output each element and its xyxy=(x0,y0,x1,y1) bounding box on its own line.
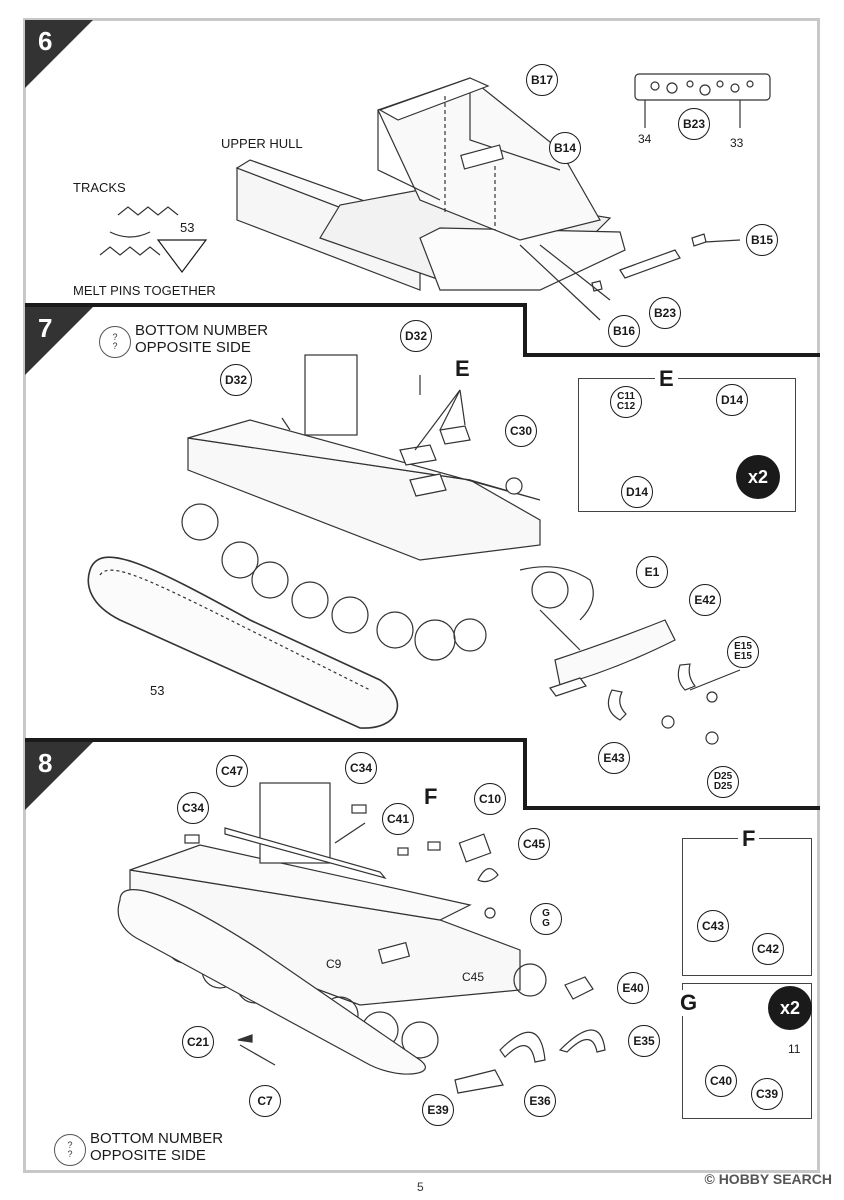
callout-b23: B23 xyxy=(649,297,681,329)
watermark: © HOBBY SEARCH xyxy=(704,1171,832,1187)
note-icon-bottom: ? xyxy=(67,1149,73,1159)
callout-c43: C43 xyxy=(697,910,729,942)
callout-d32-left: D32 xyxy=(220,364,252,396)
tracks-label: TRACKS xyxy=(73,180,126,195)
note-icon-top: ? xyxy=(112,332,118,342)
callout-d14-top: D14 xyxy=(716,384,748,416)
callout-c21: C21 xyxy=(182,1026,214,1058)
note-line-1: BOTTOM NUMBER xyxy=(90,1130,224,1147)
inset-g-number: 11 xyxy=(788,1042,801,1056)
callout-b15: B15 xyxy=(746,224,778,256)
note-line-2: OPPOSITE SIDE xyxy=(135,339,251,356)
plate-number-34: 34 xyxy=(638,132,652,146)
callout-b17: B17 xyxy=(526,64,558,96)
callout-c40: C40 xyxy=(705,1065,737,1097)
inset-e-multiplier: x2 xyxy=(736,455,780,499)
callout-e39: E39 xyxy=(422,1094,454,1126)
step8-sublabel-f: F xyxy=(424,784,438,809)
inset-f xyxy=(682,838,812,976)
inset-g-multiplier: x2 xyxy=(768,986,812,1030)
step7-note: BOTTOM NUMBER OPPOSITE SIDE xyxy=(135,322,268,356)
callout-e35: E35 xyxy=(628,1025,660,1057)
page-frame xyxy=(23,18,820,1173)
page-number: 5 xyxy=(417,1180,424,1194)
step7-number: 7 xyxy=(38,313,53,343)
callout-g-a: G xyxy=(542,908,550,919)
callout-d14-bottom: D14 xyxy=(621,476,653,508)
melt-pins-icon: ♨ xyxy=(175,244,188,260)
road-wheels-step7 xyxy=(181,503,569,661)
step7-track-number: 53 xyxy=(150,683,165,698)
chassis-step8-drawing xyxy=(117,782,606,1094)
upper-hull-drawing xyxy=(235,73,771,321)
callout-c7: C7 xyxy=(249,1085,281,1117)
callout-g-b: G xyxy=(542,918,550,929)
callout-c11: C11 xyxy=(617,391,635,402)
step8-number: 8 xyxy=(38,748,53,778)
inset-e-label: E xyxy=(655,366,678,392)
callout-c45: C45 xyxy=(518,828,550,860)
callout-b14: B14 xyxy=(549,132,581,164)
label-c9: C9 xyxy=(326,957,342,971)
note-icon-top: ? xyxy=(67,1140,73,1150)
callout-e40: E40 xyxy=(617,972,649,1004)
callout-c12: C12 xyxy=(616,401,636,412)
callout-g-g: G G xyxy=(530,903,562,935)
watermark-text: HOBBY SEARCH xyxy=(718,1171,832,1187)
copyright-icon: © xyxy=(704,1171,715,1187)
step8-note-icon: ? ? xyxy=(54,1134,86,1166)
note-line-2: OPPOSITE SIDE xyxy=(90,1147,206,1164)
callout-c41: C41 xyxy=(382,803,414,835)
callout-d32-top: D32 xyxy=(400,320,432,352)
e1-part xyxy=(539,609,741,745)
callout-d25-a: D25 xyxy=(713,771,733,782)
callout-e42: E42 xyxy=(689,584,721,616)
step8-tab xyxy=(25,742,93,810)
callout-c47: C47 xyxy=(216,755,248,787)
callout-c39: C39 xyxy=(751,1078,783,1110)
step6-number: 6 xyxy=(38,26,53,56)
step7-tab xyxy=(25,307,93,375)
callout-c11-c12: C11 C12 xyxy=(610,386,642,418)
callout-e15-a: E15 xyxy=(734,641,752,652)
callout-c30: C30 xyxy=(505,415,537,447)
callout-b16: B16 xyxy=(608,315,640,347)
callout-d25-d25: D25 D25 xyxy=(707,766,739,798)
label-c45: C45 xyxy=(462,970,485,984)
note-line-1: BOTTOM NUMBER xyxy=(135,322,269,339)
callout-b23-plate: B23 xyxy=(678,108,710,140)
upper-hull-label: UPPER HULL xyxy=(221,136,303,151)
plate-number-33: 33 xyxy=(730,136,744,150)
callout-c10: C10 xyxy=(474,783,506,815)
callout-e1: E1 xyxy=(636,556,668,588)
step6-tab xyxy=(25,20,93,88)
callout-e43: E43 xyxy=(598,742,630,774)
callout-e15-e15: E15 E15 xyxy=(727,636,759,668)
step8-note: BOTTOM NUMBER OPPOSITE SIDE xyxy=(90,1130,223,1164)
tracks-sketch xyxy=(99,206,208,273)
callout-c42: C42 xyxy=(752,933,784,965)
callout-e15-b: E15 xyxy=(734,651,752,662)
callout-c34-right: C34 xyxy=(345,752,377,784)
inset-g-label: G xyxy=(676,990,702,1016)
step7-sublabel-e: E xyxy=(455,356,470,381)
step7-note-icon: ? ? xyxy=(99,326,131,358)
melt-pins-label: MELT PINS TOGETHER xyxy=(73,283,216,298)
track-part-number: 53 xyxy=(180,220,195,235)
callout-e36: E36 xyxy=(524,1085,556,1117)
inset-f-label: F xyxy=(738,826,760,852)
chassis-step7-drawing xyxy=(87,354,741,745)
callout-d25-b: D25 xyxy=(713,781,733,792)
note-icon-bottom: ? xyxy=(112,341,118,351)
callout-c34-left: C34 xyxy=(177,792,209,824)
